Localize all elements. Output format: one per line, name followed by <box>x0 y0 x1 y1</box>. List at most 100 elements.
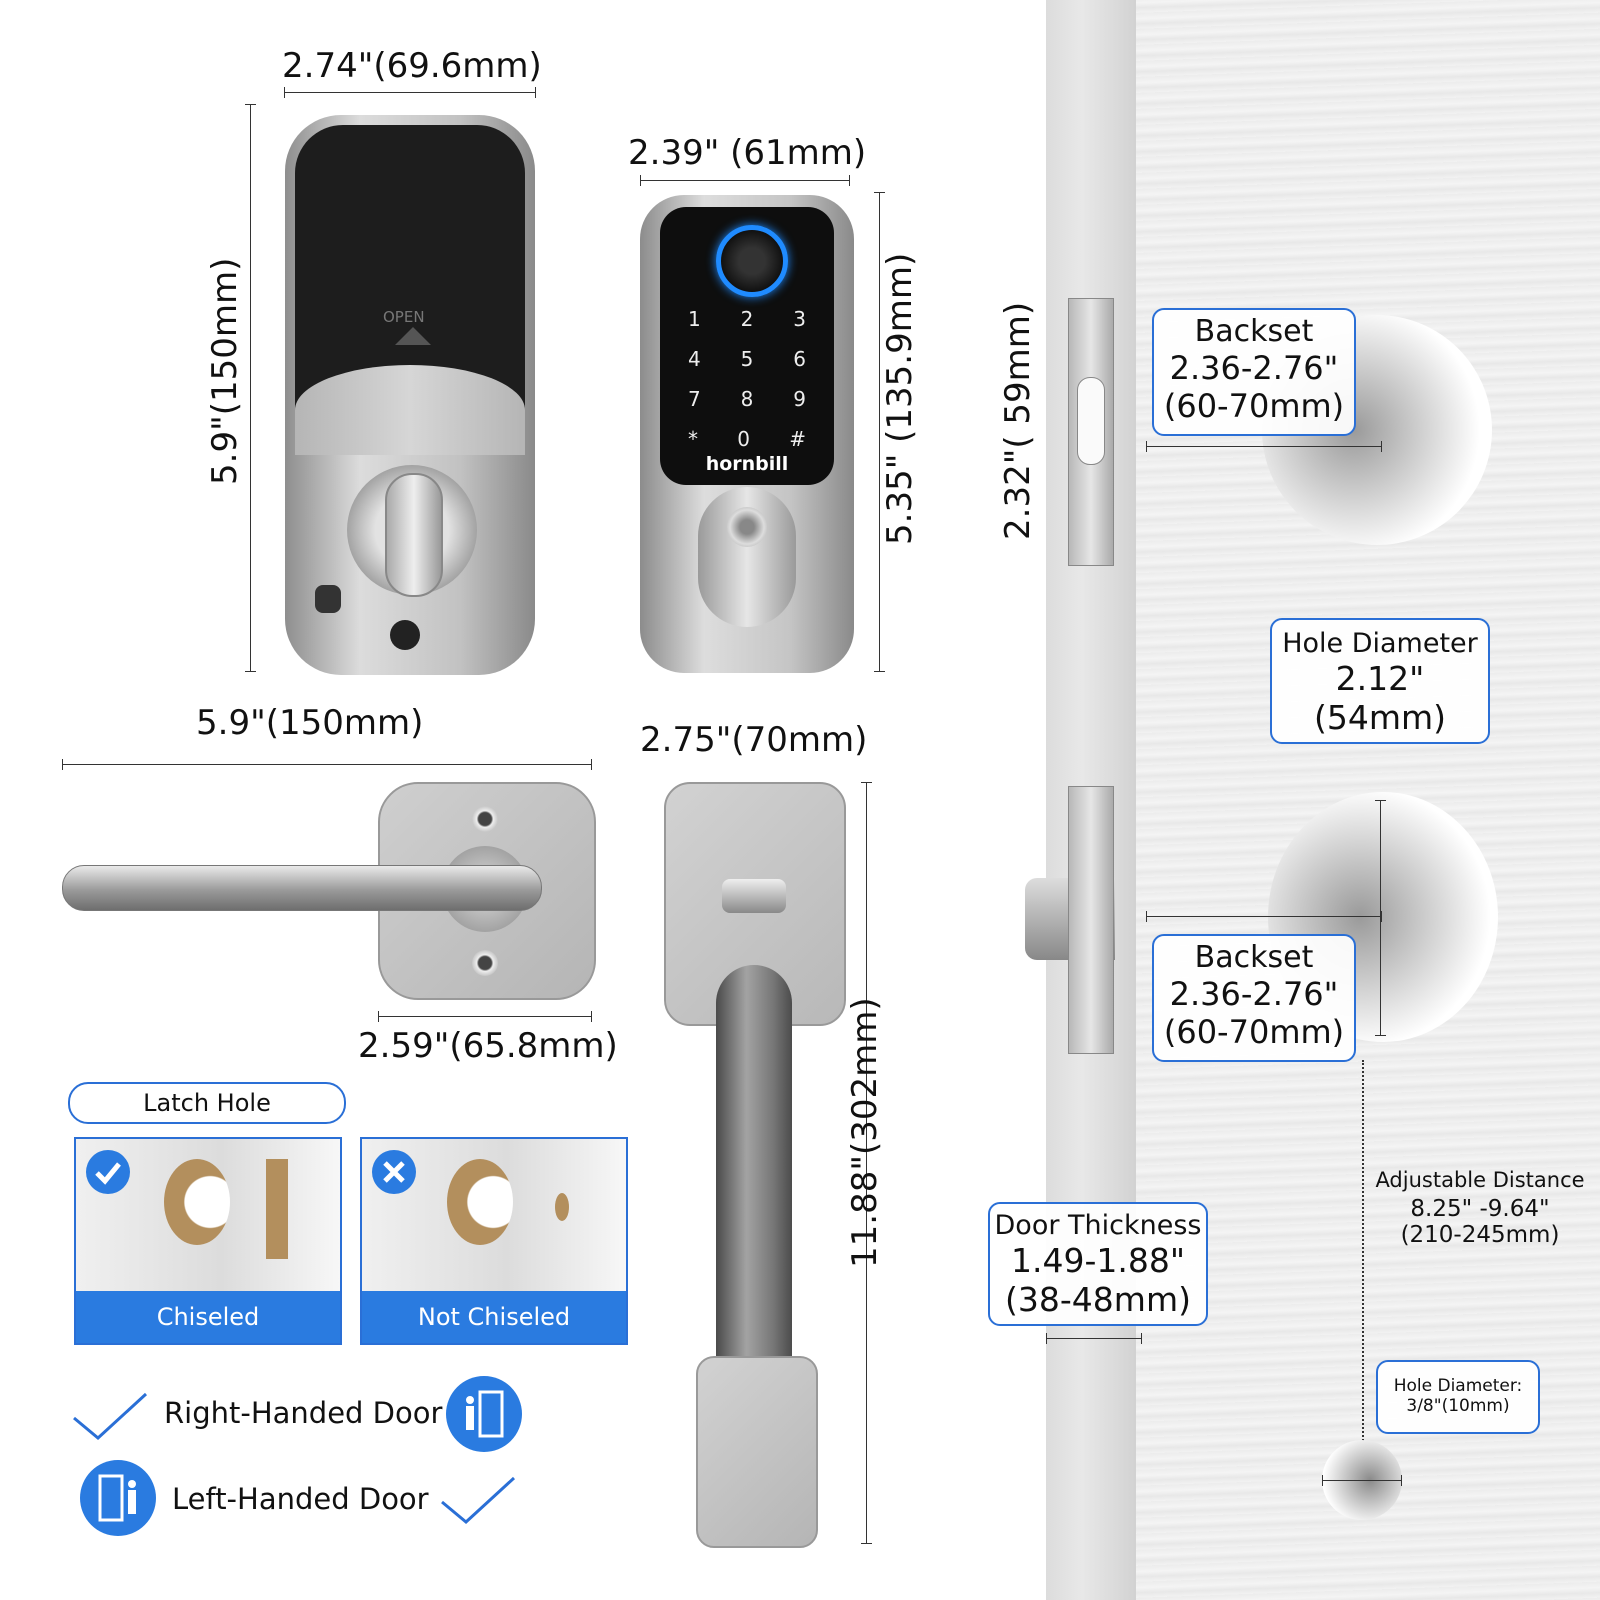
keypad-row-3: 7 8 9 <box>688 387 806 411</box>
hole-diameter-metric: (54mm) <box>1313 698 1447 737</box>
exterior-lock: OPEN <box>285 115 535 675</box>
lever-plate-dimension <box>378 1011 592 1022</box>
adjustable-distance-metric: (210-245mm) <box>1400 1222 1560 1248</box>
keyhole-icon <box>390 620 420 650</box>
hole-diameter-callout: Hole Diameter 2.12" (54mm) <box>1270 618 1490 744</box>
not-chiseled-card: Not Chiseled <box>360 1137 628 1345</box>
exterior-lock-wave <box>295 365 525 455</box>
backset-top-dimension <box>1146 441 1382 452</box>
door-thickness-dimension <box>1046 1333 1142 1344</box>
key-4[interactable]: 4 <box>688 347 701 371</box>
not-chiseled-label: Not Chiseled <box>362 1291 626 1343</box>
keypad-width-label: 2.39" (61mm) <box>628 133 867 173</box>
chiseled-hole <box>164 1159 230 1245</box>
lever-length-label: 5.9"(150mm) <box>196 703 424 743</box>
exterior-height-label: 5.9"(150mm) <box>205 257 245 485</box>
key-3[interactable]: 3 <box>793 307 806 331</box>
cross-icon <box>372 1150 416 1194</box>
lever-screw-top-icon <box>472 806 498 832</box>
small-hole-title: Hole Diameter: <box>1393 1376 1523 1396</box>
door-thickness-value: 1.49-1.88" <box>1010 1241 1186 1280</box>
backset-bottom-title: Backset <box>1194 940 1314 975</box>
adjustable-distance-title: Adjustable Distance <box>1375 1168 1585 1192</box>
not-chiseled-hole <box>447 1159 513 1245</box>
door-thickness-callout: Door Thickness 1.49-1.88" (38-48mm) <box>988 1202 1208 1326</box>
key-9[interactable]: 9 <box>793 387 806 411</box>
door-thickness-metric: (38-48mm) <box>1005 1280 1191 1319</box>
key-cylinder-icon <box>727 507 767 547</box>
lever-plate-label: 2.59"(65.8mm) <box>358 1026 618 1066</box>
battery-cover-icon <box>315 585 341 613</box>
thumb-turn[interactable] <box>385 473 443 597</box>
key-hash[interactable]: # <box>789 427 806 451</box>
lever-length-dimension <box>62 759 592 770</box>
check-icon <box>86 1150 130 1194</box>
small-hole-dimension <box>1322 1475 1402 1486</box>
exterior-width-dimension <box>284 87 536 98</box>
keypad-width-dimension <box>640 175 850 186</box>
open-arrow-icon <box>395 327 431 345</box>
small-hole-callout: Hole Diameter: 3/8"(10mm) <box>1376 1360 1540 1434</box>
door-thickness-title: Door Thickness <box>994 1210 1202 1241</box>
hole-diameter-value: 2.12" <box>1335 659 1425 698</box>
right-hand-check-icon <box>70 1390 150 1447</box>
latch-plate <box>1068 786 1114 1054</box>
not-chiseled-latch-hole <box>555 1193 569 1221</box>
keypad-screen: 1 2 3 4 5 6 7 8 9 * 0 # hornbill <box>660 207 834 485</box>
backset-bottom-value: 2.36-2.76" <box>1169 975 1339 1013</box>
backset-top-callout: Backset 2.36-2.76" (60-70mm) <box>1152 308 1356 436</box>
left-hand-check-icon <box>438 1474 518 1531</box>
small-hole-value: 3/8"(10mm) <box>1406 1396 1510 1416</box>
key-2[interactable]: 2 <box>740 307 754 331</box>
backset-top-metric: (60-70mm) <box>1163 387 1345 425</box>
keypad-row-1: 1 2 3 <box>688 307 806 331</box>
handle-width-label: 2.75"(70mm) <box>640 720 868 760</box>
backset-top-title: Backset <box>1194 314 1314 349</box>
adjustable-distance-value: 8.25" -9.64" <box>1410 1196 1550 1222</box>
open-text: OPEN <box>383 308 425 326</box>
left-handed-door-icon <box>80 1460 156 1536</box>
latch-hole-title-box: Latch Hole <box>68 1082 346 1124</box>
thumb-latch[interactable] <box>722 879 786 913</box>
adjustable-distance-line <box>1362 1060 1364 1460</box>
keypad-lock: 1 2 3 4 5 6 7 8 9 * 0 # hornbill <box>640 195 854 673</box>
backset-bottom-callout: Backset 2.36-2.76" (60-70mm) <box>1152 934 1356 1062</box>
keypad-row-2: 4 5 6 <box>688 347 806 371</box>
backset-bottom-metric: (60-70mm) <box>1163 1013 1345 1051</box>
left-handed-door-label: Left-Handed Door <box>172 1482 429 1516</box>
lever-screw-bottom-icon <box>472 950 498 976</box>
door-surface <box>1046 0 1600 1600</box>
backset-bottom-dimension <box>1146 911 1382 922</box>
key-6[interactable]: 6 <box>793 347 806 371</box>
exterior-height-dimension <box>245 104 256 672</box>
adjustable-distance-block: Adjustable Distance 8.25" -9.64" (210-24… <box>1370 1168 1590 1248</box>
brand-logo: hornbill <box>705 453 789 475</box>
keypad-height-label: 5.35" (135.9mm) <box>880 252 920 545</box>
strike-plate <box>1068 298 1114 566</box>
handle-bottom-plate <box>696 1356 818 1548</box>
exterior-width-label: 2.74"(69.6mm) <box>282 46 542 86</box>
fingerprint-icon[interactable] <box>716 225 788 297</box>
chiseled-recess <box>266 1159 288 1259</box>
key-8[interactable]: 8 <box>740 387 754 411</box>
hole-diameter-title: Hole Diameter <box>1282 628 1478 659</box>
key-7[interactable]: 7 <box>688 387 701 411</box>
key-5[interactable]: 5 <box>740 347 754 371</box>
bore-height-dimension <box>1375 800 1386 1036</box>
keypad-row-4: * 0 # <box>688 427 806 451</box>
lever-handle[interactable] <box>62 865 542 911</box>
handle-height-dimension <box>861 782 872 1544</box>
handle-height-label: 11.88"(302mm) <box>845 997 885 1268</box>
keypad-height-dimension <box>874 192 885 672</box>
key-0[interactable]: 0 <box>737 427 750 451</box>
strike-plate-label: 2.32"( 59mm) <box>998 301 1038 540</box>
keypad-grid: 1 2 3 4 5 6 7 8 9 * 0 # <box>688 307 806 451</box>
right-handed-door-label: Right-Handed Door <box>164 1396 443 1430</box>
strike-opening <box>1077 377 1105 465</box>
backset-top-value: 2.36-2.76" <box>1169 349 1339 387</box>
chiseled-label: Chiseled <box>76 1291 340 1343</box>
key-1[interactable]: 1 <box>688 307 701 331</box>
latch-hole-title: Latch Hole <box>143 1089 271 1117</box>
right-handed-door-icon <box>446 1376 522 1452</box>
key-star[interactable]: * <box>688 427 698 451</box>
